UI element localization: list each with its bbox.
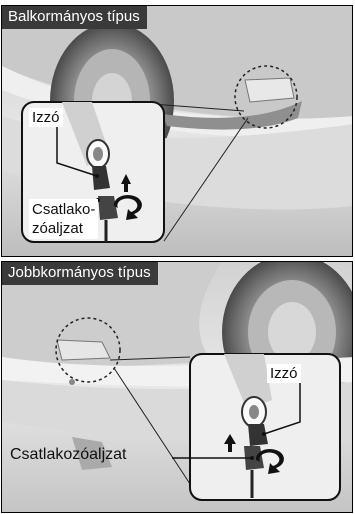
lhd-type-label: Balkormányos típus [2,6,147,29]
rhd-type-label: Jobbkormányos típus [2,262,158,285]
rhd-bumper-drawing [2,262,353,513]
bulb-label: Izzó [29,108,63,127]
reflector-shape [57,340,110,360]
rhd-illustration-panel: Jobbkormányos típus Izzó Csatlakozóaljza… [1,261,353,513]
reflector-shape [245,78,294,102]
socket-label-line-1: Csatlako- [32,200,95,219]
bulb-label: Izzó [267,364,301,383]
socket-label: Csatlako- zóaljzat [29,199,98,239]
socket-label-line-2: zóaljzat [32,219,95,238]
lhd-illustration-panel: Balkormányos típus Izzó Csatlako- zóaljz… [1,5,353,257]
socket-label: Csatlakozóaljzat [7,445,130,464]
